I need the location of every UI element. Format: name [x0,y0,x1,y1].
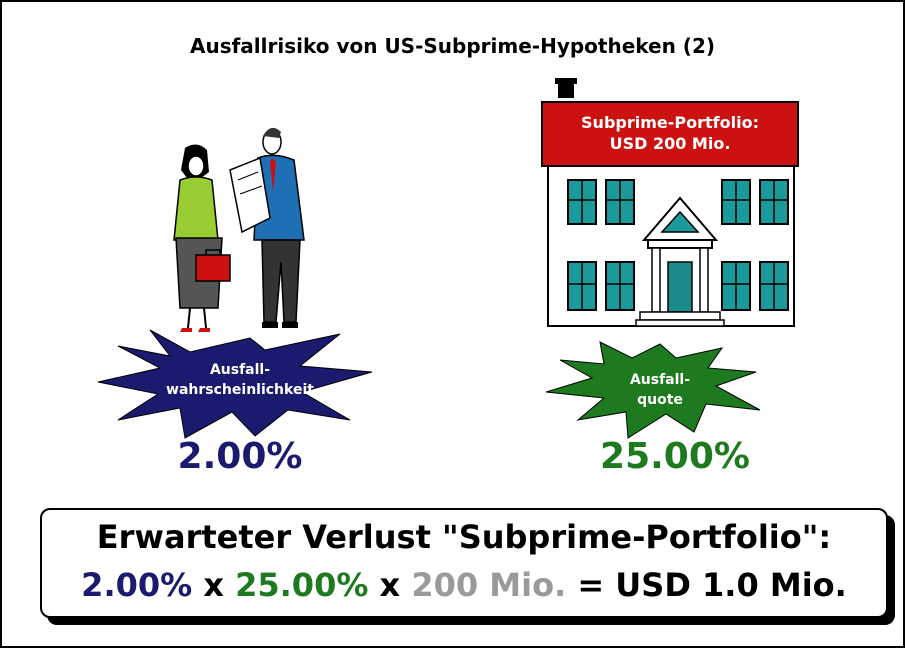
roof-label-line2: USD 200 Mio. [609,134,731,153]
house-icon [541,78,799,327]
probability-label-line2: wahrscheinlichkeit [166,382,314,398]
loss-rate-label-line1: Ausfall- [629,372,691,388]
expected-loss-heading: Erwarteter Verlust "Subprime-Portfolio": [96,518,832,556]
roof-label-line1: Subprime-Portfolio: [581,113,759,132]
formula-times-2: x [368,566,412,604]
formula-times-1: x [192,566,236,604]
briefcase-icon [195,249,231,282]
loss-rate-value: 25.00% [600,436,750,477]
probability-label-line1: Ausfall- [209,362,271,378]
loss-rate-label: Ausfall- quote [580,370,740,410]
probability-label: Ausfall- wahrscheinlichkeit [140,360,340,400]
roof-label: Subprime-Portfolio: USD 200 Mio. [548,112,792,154]
probability-value: 2.00% [177,436,303,477]
formula-result: = USD 1.0 Mio. [566,566,847,604]
loss-rate-starburst [545,341,761,439]
businesswoman-icon [173,144,223,332]
probability-starburst [97,329,373,439]
formula-probability: 2.00% [81,566,193,604]
slide-title: Ausfallrisiko von US-Subprime-Hypotheken… [189,34,716,58]
expected-loss-formula: 2.00% x 25.00% x 200 Mio. = USD 1.0 Mio. [42,566,886,604]
formula-loss-rate: 25.00% [235,566,369,604]
loss-rate-label-line2: quote [637,392,683,408]
formula-amount: 200 Mio. [411,566,567,604]
expected-loss-box: Erwarteter Verlust "Subprime-Portfolio":… [40,508,888,618]
document-icon [229,156,271,234]
businessman-icon [253,127,305,328]
